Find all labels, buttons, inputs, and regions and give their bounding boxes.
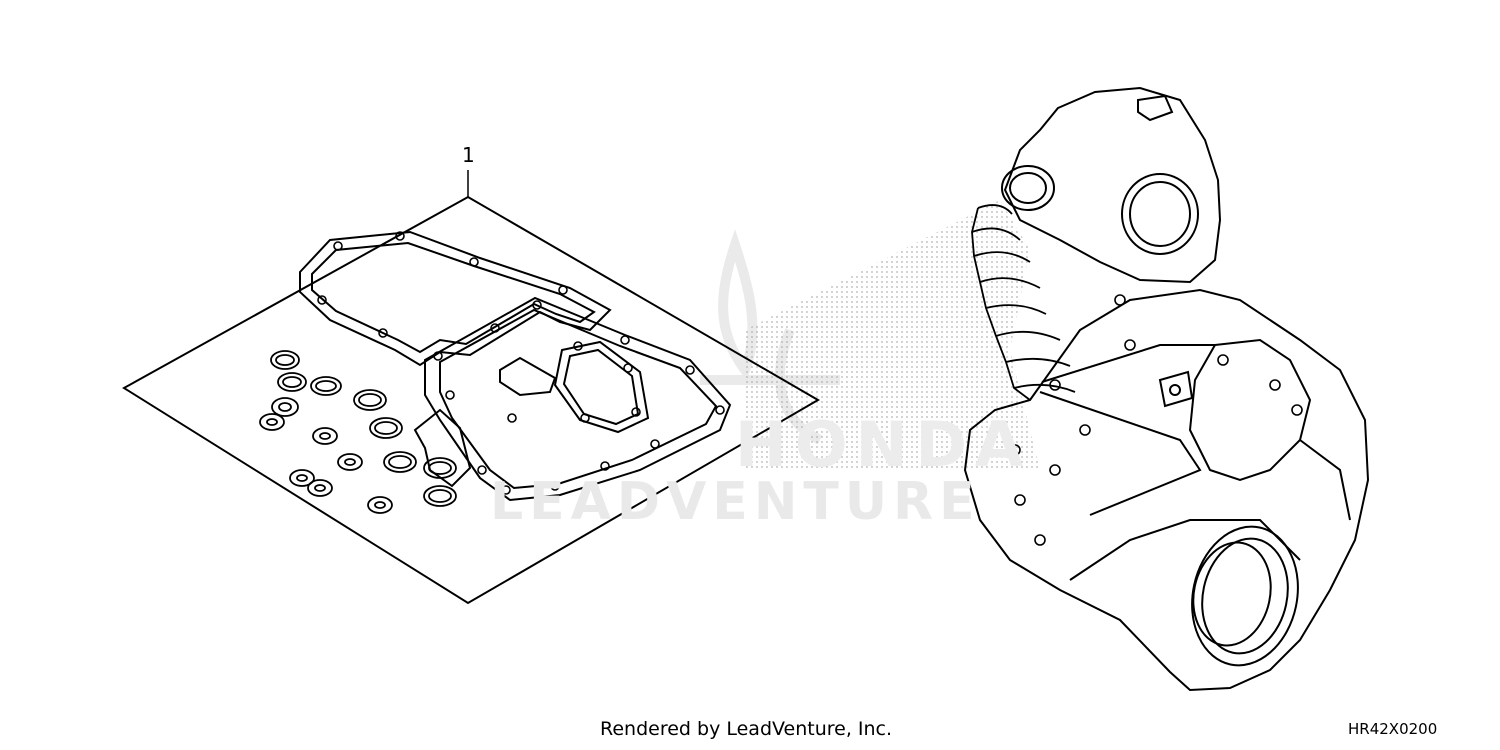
crankcase-gasket-outer [424,296,732,502]
crankcase-plate [1158,370,1194,408]
bracket-gasket [413,408,472,488]
bearing-bore [1191,525,1299,667]
crankcase [963,288,1370,692]
watermark-brand: HONDA [735,408,1031,481]
engine-illustration [963,86,1370,692]
cover-gasket-inner [311,241,596,354]
cylinder-head [1003,86,1222,284]
cam-cap [1137,94,1174,122]
gasket-kit-illustration [122,170,820,605]
side-cover [1188,338,1312,482]
exhaust-port [1121,173,1199,255]
cylinder-fins [971,204,1076,401]
plate-gasket [499,356,557,397]
watermark-text: LEADVENTURE [490,472,981,532]
callout-number[interactable]: 1 [462,143,475,167]
crankcase-gasket-inner [439,308,718,490]
o-ring-set [259,350,457,514]
reference-beam [745,200,1040,470]
footer-credit: Rendered by LeadVenture, Inc. [600,718,893,740]
gasket-kit-sheet [122,195,820,605]
intake-port [1001,165,1055,211]
valve-cover-gasket-inner [562,348,640,426]
diagram-code: HR42X0200 [1348,720,1438,738]
valve-cover-gasket-outer [553,340,650,434]
engine-bolt-holes [1009,294,1303,546]
gasket-bolt-holes [317,231,725,495]
